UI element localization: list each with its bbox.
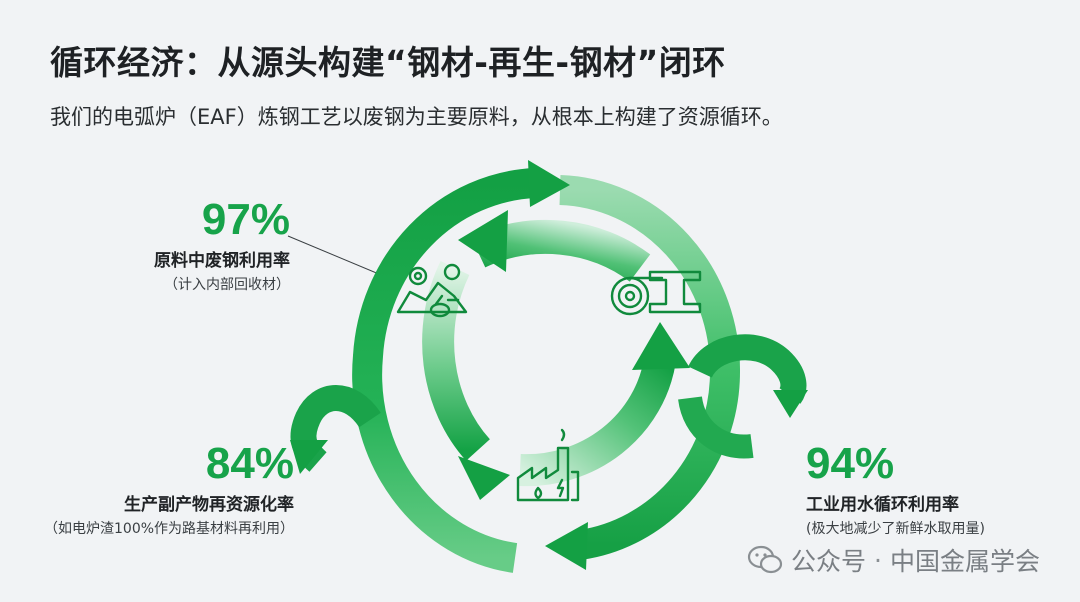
page-title: 循环经济：从源头构建“钢材-再生-钢材”闭环 — [50, 43, 726, 82]
outer-arc-right — [559, 175, 741, 560]
watermark: 公众号 · 中国金属学会 — [747, 542, 1040, 578]
inner-arc-right — [519, 357, 676, 487]
inner-cycle-ring — [422, 219, 676, 487]
inner-arrow-bottom — [458, 456, 510, 500]
byproduct-stat-note: （如电炉渣100%作为路基材料再利用） — [44, 521, 295, 537]
water-stat: 94% 工业用水循环利用率 (极大地减少了新鲜水取用量) — [806, 442, 985, 538]
water-loop — [688, 334, 807, 404]
inner-arrow-top — [458, 210, 508, 272]
watermark-dot: · — [874, 545, 882, 575]
byproduct-loop-arrow — [290, 440, 328, 474]
water-stat-label: 工业用水循环利用率 — [806, 495, 959, 515]
water-stat-note: (极大地减少了新鲜水取用量) — [806, 521, 985, 537]
eaf-factory-icon — [516, 428, 580, 502]
scrap-stat-value: 97% — [201, 195, 290, 244]
outer-arc-left — [352, 168, 536, 573]
scrap-recycling-icon — [396, 263, 468, 318]
byproduct-stat-value: 84% — [205, 439, 294, 488]
water-loop-lower — [678, 395, 754, 459]
page-subtitle: 我们的电弧炉（EAF）炼钢工艺以废钢为主要原料，从根本上构建了资源循环。 — [50, 105, 783, 129]
scrap-stat: 97% 原料中废钢利用率 （计入内部回收材） — [110, 198, 290, 294]
wechat-icon — [747, 545, 783, 574]
steel-coil-beam-icon — [610, 270, 702, 316]
outer-cycle-ring — [352, 168, 741, 573]
water-loop-arrow — [773, 390, 808, 418]
byproduct-stat-label: 生产副产物再资源化率 — [124, 495, 294, 515]
water-stat-value: 94% — [806, 439, 895, 488]
watermark-name: 中国金属学会 — [889, 547, 1040, 576]
inner-arc-left — [422, 260, 491, 461]
scrap-stat-note: （计入内部回收材） — [164, 277, 290, 293]
outer-arrow-bottom — [545, 522, 588, 570]
byproduct-stat: 84% 生产副产物再资源化率 （如电炉渣100%作为路基材料再利用） — [44, 442, 294, 538]
scrap-stat-label: 原料中废钢利用率 — [154, 251, 290, 271]
outer-arrow-top — [528, 160, 570, 207]
inner-arrow-right — [632, 322, 690, 370]
watermark-prefix: 公众号 — [791, 547, 867, 576]
